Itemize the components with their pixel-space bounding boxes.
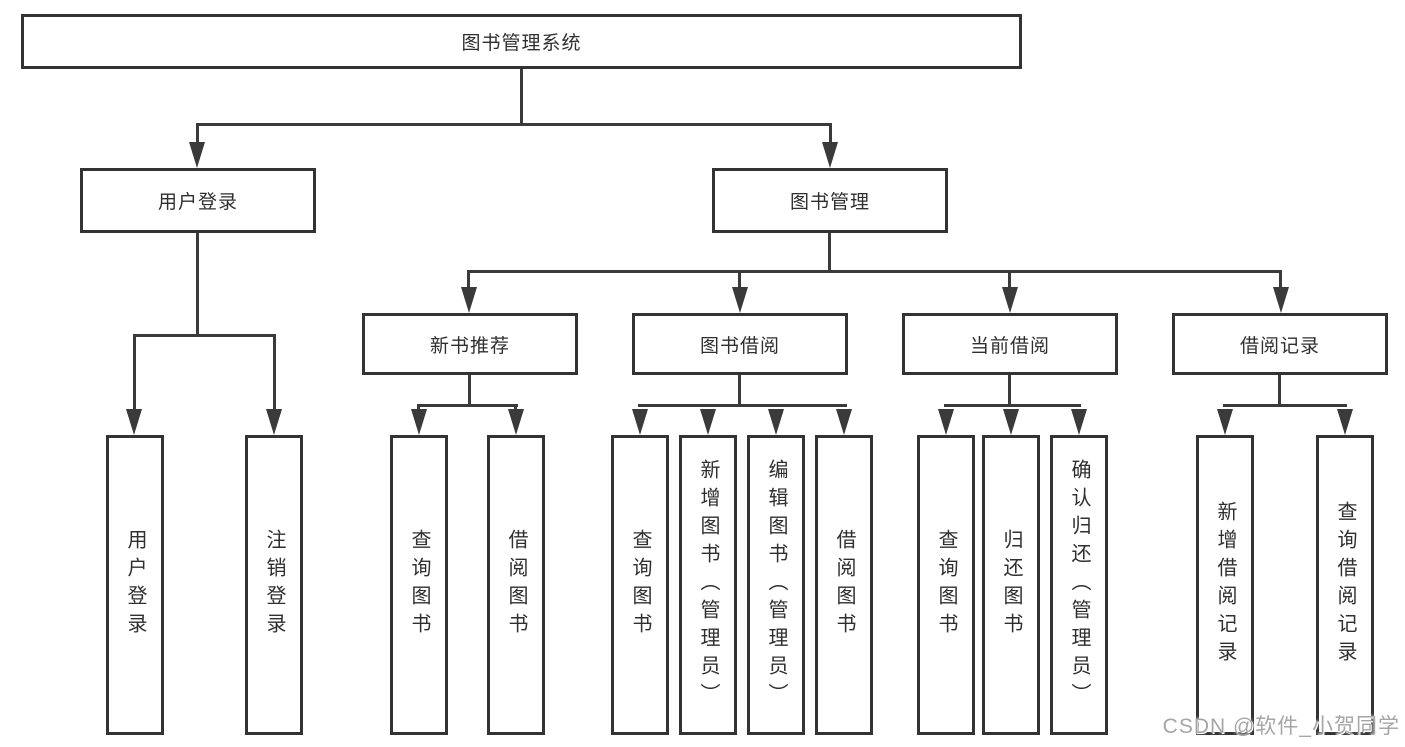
arrow-down-icon xyxy=(126,409,142,435)
node-library-system-label: 图书管理系统 xyxy=(461,33,582,54)
arrow-down-icon xyxy=(700,409,716,435)
connector-level3-stub xyxy=(738,270,741,288)
arrow-down-icon xyxy=(266,409,282,435)
connector-book-borrowing-rail xyxy=(638,404,847,407)
leaf-query-borrow-record-label: 查询借阅记录 xyxy=(1334,501,1356,669)
arrow-down-icon xyxy=(938,409,954,435)
arrow-down-icon xyxy=(1273,287,1289,313)
node-user-login: 用户登录 xyxy=(80,168,316,233)
node-borrow-records-label: 借阅记录 xyxy=(1239,335,1320,357)
leaf-borrow-books-recommend: 借阅图书 xyxy=(487,435,545,735)
connector-current-borrowing-stem xyxy=(1008,375,1011,407)
connector-borrow-records-rail xyxy=(1223,404,1347,407)
connector-current-borrowing-rail xyxy=(944,404,1081,407)
connector-leaf-stub xyxy=(133,334,136,409)
arrow-down-icon xyxy=(732,287,748,313)
leaf-confirm-return-admin-label: 确认归还（管理员） xyxy=(1068,459,1090,711)
leaf-add-borrow-record-label: 新增借阅记录 xyxy=(1214,501,1236,669)
node-current-borrowing: 当前借阅 xyxy=(902,313,1118,375)
leaf-query-borrow-record: 查询借阅记录 xyxy=(1316,435,1374,735)
connector-borrow-records-stem xyxy=(1278,375,1281,407)
leaf-borrow-books: 借阅图书 xyxy=(815,435,873,735)
connector-new-book-rail xyxy=(417,404,518,407)
connector-level3-stub xyxy=(1008,270,1011,288)
leaf-logout: 注销登录 xyxy=(245,435,303,735)
connector-user-login-stem xyxy=(196,233,199,337)
csdn-watermark: CSDN @软件_小贺同学 xyxy=(1162,715,1400,738)
leaf-query-books-borrowing: 查询图书 xyxy=(611,435,669,735)
arrow-down-icon xyxy=(461,287,477,313)
connector-book-mgmt-rail xyxy=(467,270,1282,273)
node-borrow-records: 借阅记录 xyxy=(1172,313,1388,375)
node-library-system: 图书管理系统 xyxy=(21,14,1022,69)
node-book-management-label: 图书管理 xyxy=(789,192,870,213)
leaf-query-books-recommend-label: 查询图书 xyxy=(408,529,430,641)
leaf-add-books-admin-label: 新增图书（管理员） xyxy=(697,459,719,711)
arrow-down-icon xyxy=(1337,409,1353,435)
leaf-query-books-current-label: 查询图书 xyxy=(935,529,957,641)
node-user-login-label: 用户登录 xyxy=(157,192,238,213)
leaf-return-books: 归还图书 xyxy=(982,435,1040,735)
leaf-confirm-return-admin: 确认归还（管理员） xyxy=(1050,435,1108,735)
leaf-user-login-label: 用户登录 xyxy=(124,529,146,641)
arrow-down-icon xyxy=(768,409,784,435)
node-current-borrowing-label: 当前借阅 xyxy=(969,335,1050,357)
arrow-down-icon xyxy=(1002,287,1018,313)
leaf-return-books-label: 归还图书 xyxy=(1000,529,1022,641)
connector-root-stem xyxy=(520,69,523,126)
leaf-logout-label: 注销登录 xyxy=(263,529,285,641)
connector-root-rail xyxy=(196,123,832,126)
node-book-borrowing: 图书借阅 xyxy=(632,313,848,375)
leaf-borrow-books-recommend-label: 借阅图书 xyxy=(505,529,527,641)
connector-book-borrowing-stem xyxy=(738,375,741,407)
arrow-down-icon xyxy=(632,409,648,435)
arrow-down-icon xyxy=(411,409,427,435)
leaf-user-login: 用户登录 xyxy=(106,435,164,735)
connector-user-login-stub xyxy=(196,123,199,145)
leaf-query-books-recommend: 查询图书 xyxy=(390,435,448,735)
leaf-add-books-admin: 新增图书（管理员） xyxy=(679,435,737,735)
connector-book-mgmt-stem xyxy=(828,233,831,273)
connector-book-mgmt-stub xyxy=(829,123,832,145)
node-new-book-recommend: 新书推荐 xyxy=(362,313,578,375)
arrow-down-icon xyxy=(1071,409,1087,435)
arrow-down-icon xyxy=(1217,409,1233,435)
arrow-down-icon xyxy=(836,409,852,435)
connector-leaf-stub xyxy=(273,334,276,409)
node-book-management: 图书管理 xyxy=(712,168,948,233)
leaf-query-books-current: 查询图书 xyxy=(917,435,975,735)
connector-user-login-rail xyxy=(133,334,276,337)
arrow-down-icon xyxy=(1003,409,1019,435)
node-book-borrowing-label: 图书借阅 xyxy=(699,335,780,357)
connector-leaf-stub xyxy=(417,404,420,412)
leaf-edit-books-admin-label: 编辑图书（管理员） xyxy=(765,459,787,711)
arrow-down-icon xyxy=(822,142,838,168)
arrow-down-icon xyxy=(189,142,205,168)
connector-level3-stub xyxy=(1279,270,1282,288)
connector-level3-stub xyxy=(467,270,470,288)
leaf-query-books-borrowing-label: 查询图书 xyxy=(629,529,651,641)
node-new-book-recommend-label: 新书推荐 xyxy=(429,335,510,357)
connector-new-book-stem xyxy=(468,375,471,407)
connector-leaf-stub xyxy=(514,404,517,412)
leaf-add-borrow-record: 新增借阅记录 xyxy=(1196,435,1254,735)
leaf-borrow-books-label: 借阅图书 xyxy=(833,529,855,641)
leaf-edit-books-admin: 编辑图书（管理员） xyxy=(747,435,805,735)
arrow-down-icon xyxy=(508,409,524,435)
